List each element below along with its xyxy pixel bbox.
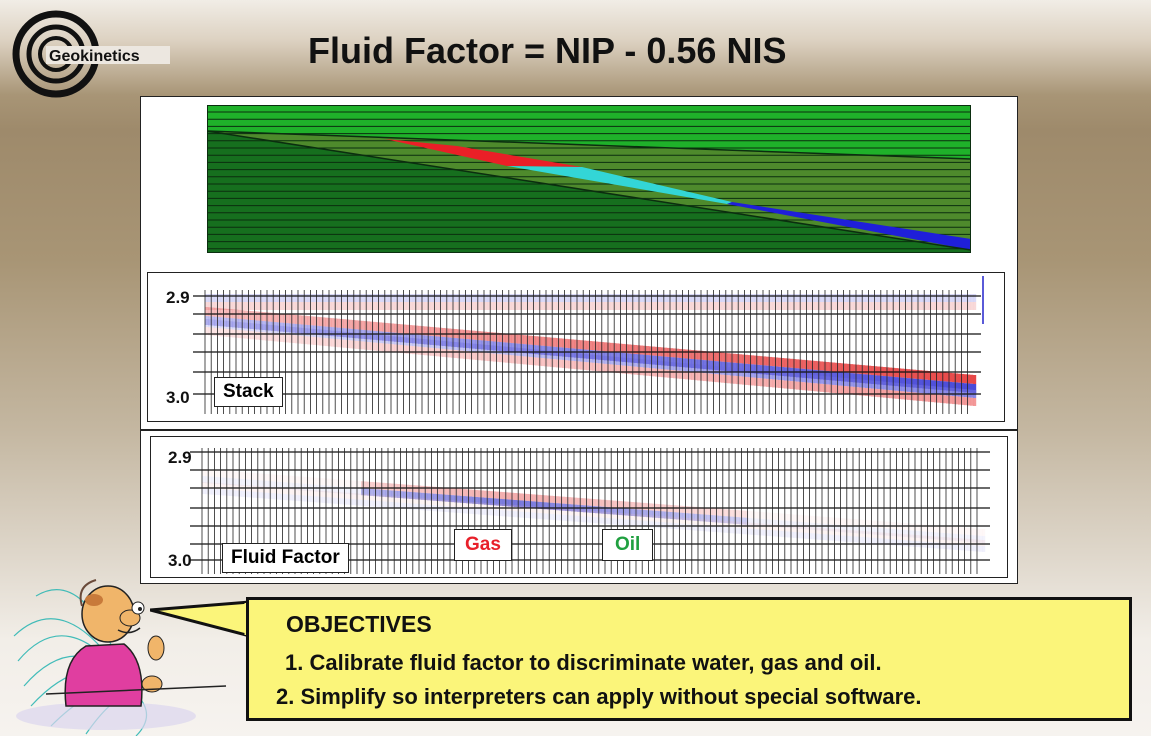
- stack-time-top: 2.9: [166, 288, 190, 307]
- fluid-time-top: 2.9: [168, 448, 192, 467]
- oil-label: Oil: [602, 529, 654, 561]
- oil-zone: [727, 202, 971, 250]
- slide-title: Fluid Factor = NIP - 0.56 NIS: [308, 30, 787, 71]
- stack-time-bottom: 3.0: [166, 388, 190, 407]
- fluid-factor-label: Fluid Factor: [222, 543, 349, 573]
- geologic-model: [207, 105, 971, 253]
- cartoon-presenter: [13, 579, 227, 736]
- stack-section: [147, 272, 1005, 422]
- water-zone: [507, 166, 732, 204]
- objectives-box: [246, 597, 1132, 721]
- stack-label: Stack: [214, 377, 283, 407]
- objective-item-1: 1. Calibrate fluid factor to discriminat…: [285, 650, 882, 675]
- gas-label: Gas: [454, 529, 512, 561]
- speech-pointer: [150, 600, 252, 638]
- objective-item-2: 2. Simplify so interpreters can apply wi…: [276, 684, 922, 709]
- gas-zone: [385, 139, 582, 167]
- objectives-heading: OBJECTIVES: [286, 611, 432, 637]
- geokinetics-logo: Geokinetics: [12, 8, 172, 98]
- fluid-time-bottom: 3.0: [168, 551, 192, 570]
- logo-text: Geokinetics: [49, 48, 140, 65]
